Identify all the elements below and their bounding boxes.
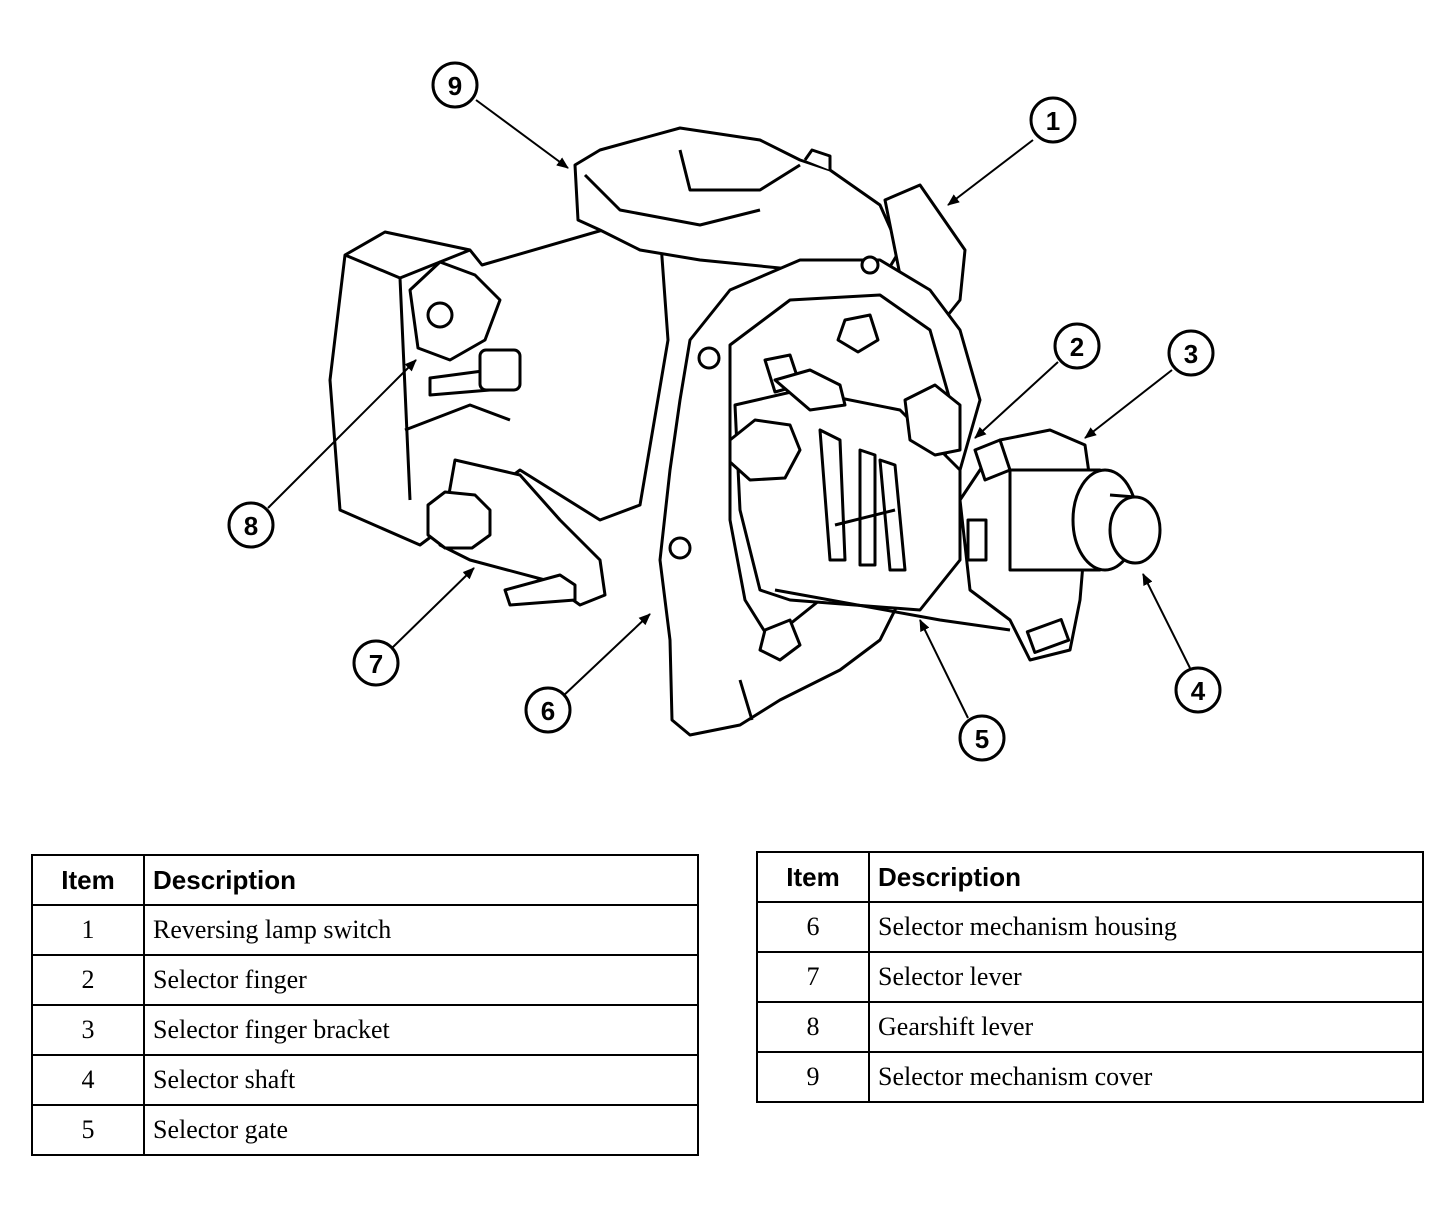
item-description: Selector shaft bbox=[143, 1054, 699, 1106]
callout-number-3: 3 bbox=[1184, 339, 1198, 369]
callout-circle-9 bbox=[431, 61, 479, 109]
callout-circle-8 bbox=[227, 501, 275, 549]
item-number: 5 bbox=[31, 1104, 145, 1156]
table-row: 4 Selector shaft bbox=[31, 1054, 699, 1106]
item-number: 8 bbox=[756, 1001, 870, 1053]
callout-circle-7 bbox=[352, 639, 400, 687]
callout-circle-4 bbox=[1174, 666, 1222, 714]
table-row: 9 Selector mechanism cover bbox=[756, 1051, 1424, 1103]
callout-number-5: 5 bbox=[975, 724, 989, 754]
callout-circle-2 bbox=[1053, 322, 1101, 370]
column-header-item: Item bbox=[31, 854, 145, 906]
table-row: 3 Selector finger bracket bbox=[31, 1004, 699, 1056]
item-number: 2 bbox=[31, 954, 145, 1006]
item-description: Selector finger bracket bbox=[143, 1004, 699, 1056]
item-description: Selector gate bbox=[143, 1104, 699, 1156]
callout-numbers: 9 1 2 3 4 5 6 7 8 bbox=[244, 71, 1206, 754]
callout-arrow-9 bbox=[475, 99, 569, 169]
table-row: 2 Selector finger bbox=[31, 954, 699, 1006]
item-number: 6 bbox=[756, 901, 870, 953]
callout-number-6: 6 bbox=[541, 696, 555, 726]
callout-arrow-1 bbox=[947, 139, 1034, 206]
table-row: 7 Selector lever bbox=[756, 951, 1424, 1003]
callout-arrow-3 bbox=[1084, 369, 1173, 439]
column-header-item: Item bbox=[756, 851, 870, 903]
item-number: 4 bbox=[31, 1054, 145, 1106]
callout-number-4: 4 bbox=[1191, 676, 1206, 706]
callout-circle-5 bbox=[958, 714, 1006, 762]
callout-number-1: 1 bbox=[1046, 106, 1060, 136]
callout-arrow-7 bbox=[391, 567, 475, 649]
callout-labels bbox=[227, 61, 1222, 762]
item-description: Selector mechanism cover bbox=[868, 1051, 1424, 1103]
column-header-description: Description bbox=[143, 854, 699, 906]
callout-arrows bbox=[267, 99, 1191, 719]
mechanism-illustration bbox=[328, 126, 1162, 737]
item-number: 9 bbox=[756, 1051, 870, 1103]
table-header-row: Item Description bbox=[756, 851, 1424, 903]
callout-number-9: 9 bbox=[448, 71, 462, 101]
callout-number-7: 7 bbox=[369, 649, 383, 679]
item-number: 7 bbox=[756, 951, 870, 1003]
callout-number-2: 2 bbox=[1070, 332, 1084, 362]
table-header-row: Item Description bbox=[31, 854, 699, 906]
table-row: 8 Gearshift lever bbox=[756, 1001, 1424, 1053]
callout-circle-3 bbox=[1167, 329, 1215, 377]
item-description: Selector finger bbox=[143, 954, 699, 1006]
item-number: 3 bbox=[31, 1004, 145, 1056]
callout-arrow-2 bbox=[974, 361, 1059, 439]
callout-arrow-6 bbox=[561, 613, 651, 698]
item-description: Reversing lamp switch bbox=[143, 904, 699, 956]
table-row: 6 Selector mechanism housing bbox=[756, 901, 1424, 953]
table-row: 1 Reversing lamp switch bbox=[31, 904, 699, 956]
legend-table-left: Item Description 1 Reversing lamp switch… bbox=[31, 854, 699, 1156]
selector-mechanism-diagram: 9 1 2 3 4 5 6 7 8 bbox=[227, 61, 1222, 762]
callout-circle-1 bbox=[1029, 96, 1077, 144]
callout-arrow-4 bbox=[1142, 573, 1191, 669]
callout-circle-6 bbox=[524, 686, 572, 734]
column-header-description: Description bbox=[868, 851, 1424, 903]
callout-number-8: 8 bbox=[244, 511, 258, 541]
legend-table-right: Item Description 6 Selector mechanism ho… bbox=[756, 851, 1424, 1103]
item-description: Selector lever bbox=[868, 951, 1424, 1003]
item-description: Gearshift lever bbox=[868, 1001, 1424, 1053]
item-description: Selector mechanism housing bbox=[868, 901, 1424, 953]
callout-arrow-8 bbox=[267, 359, 417, 509]
table-row: 5 Selector gate bbox=[31, 1104, 699, 1156]
item-number: 1 bbox=[31, 904, 145, 956]
callout-arrow-5 bbox=[919, 619, 969, 719]
